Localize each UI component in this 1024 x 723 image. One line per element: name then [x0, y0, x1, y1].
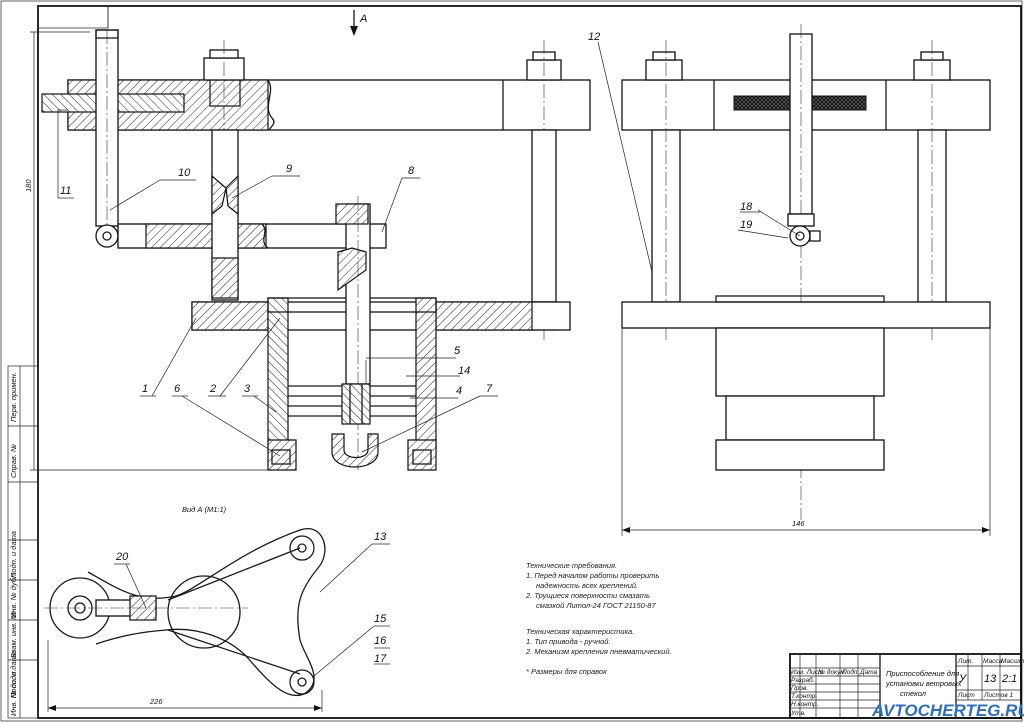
side-view: 146	[597, 24, 991, 536]
header-scale: Масштаб	[1001, 657, 1024, 665]
view-marker-letter: A	[359, 13, 367, 25]
callout-7: 7	[486, 383, 493, 395]
callout-4: 4	[456, 385, 462, 397]
footnote: * Размеры для справок	[526, 667, 607, 676]
tech-requirements: Технические требования. 1. Перед началом…	[525, 561, 659, 610]
tech-specs-line-2: 2. Механизм крепления пневматический.	[525, 647, 672, 656]
value-lit: У	[958, 673, 967, 685]
width-top-dimension: 146	[792, 519, 805, 528]
strip-label-2: Справ. №	[9, 444, 18, 478]
height-dimension-text: 180	[24, 179, 33, 192]
callout-15: 15	[374, 613, 387, 625]
title-block: Изм. Лист Разраб. Пров. Т.контр. Н.контр…	[789, 653, 1024, 719]
view-marker: A	[350, 10, 367, 36]
drawing-name-line-3: стекол	[900, 689, 927, 698]
watermark: AVTOCHERTEG.RU	[871, 701, 1024, 720]
strip-label-5: Взам. инв. №	[9, 612, 18, 658]
callout-2: 2	[209, 383, 216, 395]
row-label-2: Разраб.	[791, 676, 815, 684]
callout-10: 10	[178, 167, 191, 179]
callout-12: 12	[588, 31, 600, 43]
view-a: Вид А (М1:1) 226	[44, 505, 326, 712]
sheets-total-label: Листов 1	[983, 692, 1013, 699]
callout-5: 5	[454, 345, 461, 357]
row-label-5: Н.контр.	[791, 701, 819, 708]
value-mass: 13	[984, 673, 997, 685]
callout-numbers: 1 2 3 4 5 6 7 8 9 10 11 12 13 14 15 16 1…	[60, 31, 753, 665]
header-lit: Лит.	[957, 658, 973, 665]
callout-13: 13	[374, 531, 387, 543]
callout-14: 14	[458, 365, 470, 377]
callout-leaders	[109, 175, 801, 677]
callout-19: 19	[740, 219, 752, 231]
view-a-title: Вид А (М1:1)	[182, 505, 227, 514]
strip-label-6: Подп. и дата	[9, 651, 18, 698]
callout-1: 1	[142, 383, 148, 395]
tech-requirements-line-2: надежность всех креплений.	[536, 581, 638, 590]
callout-17: 17	[374, 653, 387, 665]
callout-11: 11	[60, 185, 71, 197]
header-mass: Масса	[983, 658, 1003, 665]
callout-18: 18	[740, 201, 753, 213]
drawing-name-line-1: Приспособление для	[886, 669, 959, 678]
callout-16: 16	[374, 635, 387, 647]
tech-specs-line-1: 1. Тип привода - ручной.	[526, 637, 611, 646]
callout-3: 3	[244, 383, 251, 395]
front-section-view	[41, 29, 591, 471]
tech-specs-title: Техническая характеристика.	[526, 627, 634, 636]
strip-label-4: Инв. № дубл.	[9, 572, 18, 618]
sheet-label: Лист	[957, 692, 975, 699]
width-bottom-dimension: 226	[149, 697, 163, 706]
height-dimension: 180	[24, 31, 270, 471]
tech-requirements-line-3: 2. Трущиеся поверхности смазать	[525, 591, 650, 600]
signature-col-2: Подп.	[842, 668, 859, 676]
row-label-1: Изм. Лист	[791, 669, 824, 676]
tech-specs: Техническая характеристика. 1. Тип приво…	[525, 627, 672, 676]
strip-label-1: Перв. примен.	[9, 372, 18, 422]
callout-6: 6	[174, 383, 181, 395]
strip-label-7: Инв. № подл.	[9, 669, 18, 716]
value-scale: 2:1	[1001, 673, 1017, 685]
callout-20: 20	[115, 551, 129, 563]
callout-8: 8	[408, 165, 415, 177]
callout-9: 9	[286, 163, 292, 175]
row-label-3: Пров.	[791, 685, 808, 692]
tech-requirements-line-1: 1. Перед началом работы проверить	[526, 571, 659, 580]
strip-label-3: Подп. и дата	[9, 531, 18, 578]
row-label-4: Т.контр.	[791, 693, 817, 700]
signature-col-3: Дата	[859, 669, 878, 676]
row-label-6: Утв.	[790, 710, 806, 717]
signature-col-1: № докум.	[818, 668, 847, 676]
drawing-name-line-2: установки ветровых	[885, 679, 962, 688]
left-strip: Перв. примен. Справ. № Подп. и дата Инв.…	[7, 365, 39, 719]
tech-requirements-line-4: смазкой Литол-24 ГОСТ 21150-87	[536, 601, 656, 610]
tech-requirements-title: Технические требования.	[526, 561, 617, 570]
